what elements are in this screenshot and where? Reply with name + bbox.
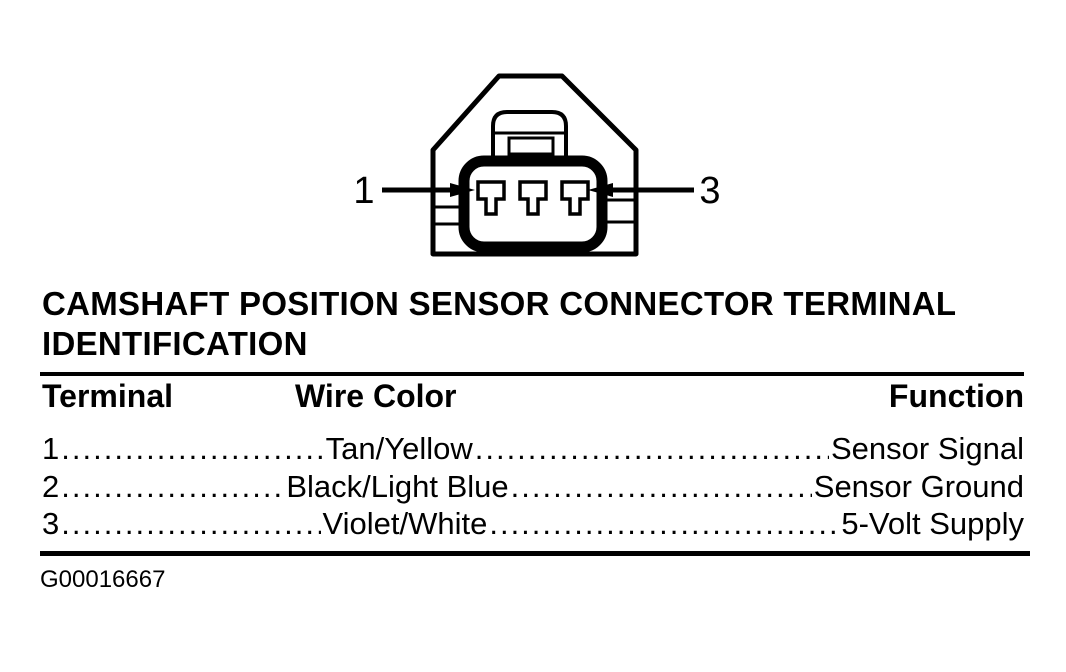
arrow-terminal-1	[382, 183, 475, 197]
function-cell: Sensor Signal	[830, 431, 1024, 466]
page-title: CAMSHAFT POSITION SENSOR CONNECTOR TERMI…	[42, 285, 956, 362]
wire-color-cell: Tan/Yellow	[325, 431, 473, 466]
table-row: 2 Black/Light Blue Sensor Ground	[42, 468, 1024, 506]
terminal-cell: 3	[42, 506, 60, 541]
connector-latch	[491, 110, 568, 158]
dot-leader	[61, 468, 284, 506]
terminal-callout-label-1: 1	[353, 170, 374, 212]
wire-color-cell: Black/Light Blue	[286, 468, 509, 504]
terminal-cell: 1	[42, 431, 60, 466]
terminal-callout-label-3: 3	[699, 170, 720, 212]
function-cell: Sensor Ground	[813, 468, 1024, 504]
title-rule	[40, 372, 1024, 376]
dot-leader	[61, 430, 323, 468]
terminal-pin-3	[560, 180, 590, 216]
column-header-wire-color: Wire Color	[295, 378, 457, 414]
connector-diagram: 1 3	[353, 73, 721, 257]
terminal-pin-1	[476, 180, 506, 216]
terminal-pin-2	[518, 180, 548, 216]
dot-leader	[489, 505, 839, 543]
arrow-terminal-3	[588, 183, 694, 197]
figure-id: G00016667	[40, 566, 166, 593]
dot-leader	[475, 430, 829, 468]
terminal-cell: 2	[42, 468, 60, 504]
column-header-function: Function	[888, 378, 1024, 414]
table-row: 1 Tan/Yellow Sensor Signal	[42, 430, 1024, 468]
column-header-terminal: Terminal	[42, 378, 173, 414]
wire-color-cell: Violet/White	[322, 506, 488, 541]
function-cell: 5-Volt Supply	[841, 506, 1024, 541]
table-row: 3 Violet/White 5-Volt Supply	[42, 505, 1024, 543]
housing-ribs	[433, 198, 636, 226]
dot-leader	[61, 505, 320, 543]
dot-leader	[511, 468, 812, 506]
table-bottom-rule	[40, 551, 1030, 556]
table-header-row: Terminal Wire Color Function	[42, 377, 1024, 415]
terminal-table: 1 Tan/Yellow Sensor Signal 2 Black/Light…	[42, 430, 1024, 543]
